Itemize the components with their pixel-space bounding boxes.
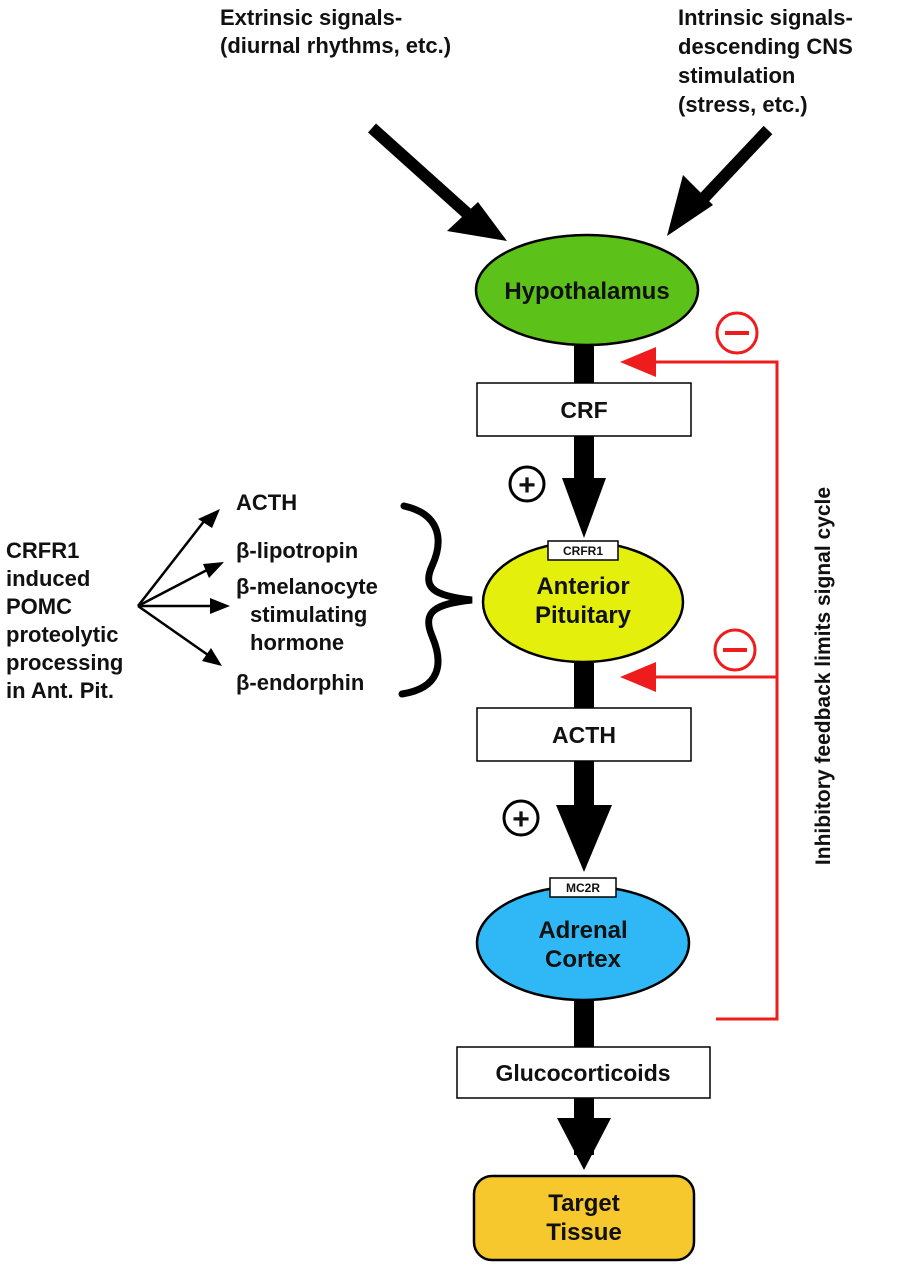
intrinsic-arrow: [667, 125, 773, 236]
mc2r-receptor-label: MC2R: [566, 881, 600, 895]
mc2r-receptor-tag: [549, 877, 617, 898]
axis-trunk: [556, 340, 612, 1170]
pomc-caption-line-3: POMC: [6, 594, 72, 619]
intrinsic-line-1: Intrinsic signals-: [678, 5, 853, 30]
acth-label: ACTH: [552, 722, 616, 748]
feedback-label: Inhibitory feedback limits signal cycle: [812, 487, 835, 865]
inhibitory-feedback-loop: Inhibitory feedback limits signal cycle: [620, 311, 835, 1021]
stimulation-sign-1: +: [508, 465, 546, 503]
intrinsic-line-2: descending CNS: [678, 34, 853, 59]
target-tissue-line-2: Tissue: [546, 1219, 622, 1246]
crfr1-receptor-label: CRFR1: [563, 544, 603, 558]
pomc-caption: CRFR1 induced POMC proteolytic processin…: [6, 538, 123, 703]
plus-label-1: +: [518, 469, 536, 502]
feedback-arrowhead-hypothalamus: [620, 347, 656, 377]
pomc-caption-line-5: processing: [6, 650, 123, 675]
anterior-pituitary-line-1: Anterior: [536, 573, 629, 600]
acth-box: ACTH: [476, 707, 692, 762]
pomc-product-beta-msh-line-3: hormone: [250, 630, 344, 655]
crf-label: CRF: [560, 397, 607, 423]
extrinsic-line-1: Extrinsic signals-: [220, 5, 402, 30]
plus-label-2: +: [512, 803, 530, 836]
hypothalamus-node: Hypothalamus: [474, 233, 700, 347]
hypothalamus-label: Hypothalamus: [504, 278, 669, 305]
pomc-products: ACTH β-lipotropin β-melanocyte stimulati…: [236, 490, 378, 695]
pomc-caption-line-4: proteolytic: [6, 622, 118, 647]
extrinsic-line-2: (diurnal rhythms, etc.): [220, 33, 451, 58]
anterior-pituitary-line-2: Pituitary: [535, 602, 632, 629]
glucocorticoids-box: Glucocorticoids: [456, 1046, 711, 1099]
pomc-product-beta-endorphin: β-endorphin: [236, 670, 364, 695]
pomc-caption-line-1: CRFR1: [6, 538, 79, 563]
extrinsic-signals-label: Extrinsic signals- (diurnal rhythms, etc…: [220, 5, 451, 58]
intrinsic-line-4: (stress, etc.): [678, 92, 808, 117]
intrinsic-line-3: stimulation: [678, 63, 795, 88]
pomc-product-beta-msh-line-1: β-melanocyte: [236, 574, 378, 599]
hypothalamus-ellipse: [474, 233, 700, 347]
adrenal-cortex-line-1: Adrenal: [538, 917, 627, 944]
intrinsic-signals-label: Intrinsic signals- descending CNS stimul…: [678, 5, 853, 117]
adrenal-cortex-node: Adrenal Cortex MC2R: [475, 877, 691, 1002]
pomc-product-acth: ACTH: [236, 490, 297, 515]
target-tissue-node: Target Tissue: [472, 1174, 696, 1262]
extrinsic-arrow: [367, 123, 507, 241]
target-tissue-line-1: Target: [548, 1190, 620, 1217]
target-tissue-box: [472, 1174, 696, 1262]
crfr1-receptor-tag: [547, 540, 619, 561]
pomc-caption-line-2: induced: [6, 566, 90, 591]
crf-box: CRF: [476, 382, 692, 437]
adrenal-cortex-line-2: Cortex: [545, 946, 622, 973]
pomc-brace: [398, 502, 473, 698]
pomc-product-beta-msh-line-2: stimulating: [250, 602, 367, 627]
pomc-caption-line-6: in Ant. Pit.: [6, 678, 114, 703]
pomc-fan-arrows: [137, 509, 230, 666]
glucocorticoids-label: Glucocorticoids: [495, 1060, 670, 1086]
anterior-pituitary-node: Anterior Pituitary CRFR1: [481, 540, 685, 664]
feedback-line: [650, 360, 779, 1021]
pomc-product-beta-lipotropin: β-lipotropin: [236, 538, 358, 563]
feedback-arrowhead-pituitary: [620, 662, 656, 692]
stimulation-sign-2: +: [502, 799, 540, 837]
